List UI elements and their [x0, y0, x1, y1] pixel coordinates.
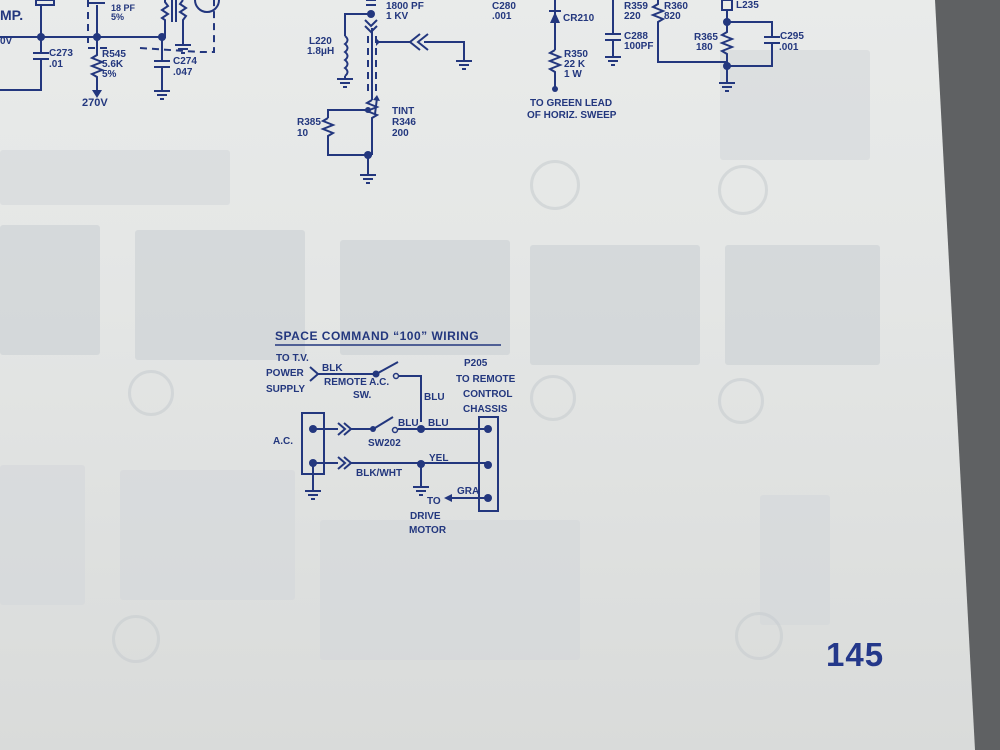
ghost-circle	[718, 378, 764, 424]
ghost-circle	[718, 165, 768, 215]
green-lead-note-line2: OF HORIZ. SWEEP	[527, 110, 617, 121]
c295-value: .001	[779, 42, 799, 53]
r545-tolerance: 5%	[102, 69, 117, 80]
c274-value: .047	[173, 67, 193, 78]
c288-ref: C288	[624, 31, 648, 42]
ghost-circle	[530, 375, 576, 421]
r360-value: 820	[664, 11, 681, 22]
cap-18pf-value: 18 PF	[111, 3, 136, 13]
cap-1800pf-value: 1800 PF	[386, 1, 424, 12]
ghost-block	[320, 520, 580, 660]
c273-ref: C273	[49, 48, 73, 59]
r359-ref: R359	[624, 1, 648, 12]
component-stub	[35, 0, 55, 6]
remote-switch-label-line1: REMOTE A.C.	[324, 377, 389, 388]
top-left-circuit: MP. 0V C273 .01 18 PF 5% R545 5.6K 5% 27…	[0, 0, 220, 109]
c288-value: 100PF	[624, 41, 653, 52]
ghost-block	[120, 470, 295, 600]
source-label-line2: POWER	[266, 368, 305, 379]
wire-label-blu-left: BLU	[398, 418, 419, 429]
source-label-line1: TO T.V.	[276, 353, 309, 364]
sw202-label: SW202	[368, 438, 401, 449]
cap-18pf-tolerance: 5%	[111, 12, 124, 22]
wire-label-yel: YEL	[429, 453, 448, 464]
r545-value: 5.6K	[102, 59, 124, 70]
source-label-line3: SUPPLY	[266, 384, 305, 395]
space-command-wiring-diagram: SPACE COMMAND “100” WIRING TO T.V. POWER…	[266, 329, 516, 536]
r346-ref: R346	[392, 117, 416, 128]
wire-label-gra: GRA	[457, 486, 479, 497]
ghost-circle	[112, 615, 160, 663]
c274-ref: C274	[173, 56, 197, 67]
c273-value: .01	[49, 59, 63, 70]
r346-value: 200	[392, 128, 409, 139]
supply-voltage: 270V	[82, 97, 108, 109]
cr210-ref: CR210	[563, 13, 595, 24]
ac-label: A.C.	[273, 436, 293, 447]
ghost-block	[0, 225, 100, 355]
wiring-title: SPACE COMMAND “100” WIRING	[275, 329, 479, 343]
l235-ref: L235	[736, 0, 759, 11]
ghost-circle	[530, 160, 580, 210]
connector-label-line3: CHASSIS	[463, 404, 508, 415]
wire-label-blu-vertical: BLU	[424, 392, 445, 403]
wire-label-blk: BLK	[322, 363, 343, 374]
connector-label-line1: TO REMOTE	[456, 374, 516, 385]
r359-value: 220	[624, 11, 641, 22]
r350-ref: R350	[564, 49, 588, 60]
l220-value: 1.8μH	[307, 46, 334, 57]
voltage-fragment: 0V	[0, 36, 13, 47]
ghost-circle	[128, 370, 174, 416]
remote-switch-label-line2: SW.	[353, 390, 372, 401]
drive-motor-label-line3: MOTOR	[409, 525, 447, 536]
r365-ref: R365	[694, 32, 718, 43]
ghost-block	[725, 245, 880, 365]
c280-ref: C280	[492, 1, 516, 12]
l220-ref: L220	[309, 36, 332, 47]
ghost-block	[720, 50, 870, 160]
ghost-block	[760, 495, 830, 625]
drive-motor-label-line2: DRIVE	[410, 511, 441, 522]
green-lead-note-line1: TO GREEN LEAD	[530, 98, 612, 109]
ghost-block	[135, 230, 305, 360]
r365-value: 180	[696, 42, 713, 53]
drive-motor-label-line1: TO	[427, 496, 441, 507]
r385-value: 10	[297, 128, 309, 139]
r360-ref: R360	[664, 1, 688, 12]
page-number: 145	[826, 636, 885, 673]
connector-ref: P205	[464, 358, 488, 369]
tint-circuit: 1800 PF 1 KV L220 1.8μH R385 10	[297, 0, 473, 184]
ghost-block	[0, 465, 85, 605]
wire-label-blk-wht: BLK/WHT	[356, 468, 402, 479]
ghost-circle	[735, 612, 783, 660]
c295-ref: C295	[780, 31, 804, 42]
wire-label-blu-right: BLU	[428, 418, 449, 429]
r385-ref: R385	[297, 117, 321, 128]
cap-1800pf-rating: 1 KV	[386, 11, 409, 22]
r350-value: 22 K	[564, 59, 586, 70]
connector-label-line2: CONTROL	[463, 389, 512, 400]
r545-ref: R545	[102, 49, 126, 60]
r350-rating: 1 W	[564, 69, 582, 80]
ghost-block	[0, 150, 230, 205]
right-circuit: C280 .001 CR210 R350 22 K 1 W TO GREEN L…	[492, 0, 804, 121]
ghost-block	[340, 240, 510, 355]
tint-label: TINT	[392, 106, 414, 117]
c280-value: .001	[492, 11, 512, 22]
ghost-block	[530, 245, 700, 365]
section-label-fragment: MP.	[0, 7, 23, 23]
